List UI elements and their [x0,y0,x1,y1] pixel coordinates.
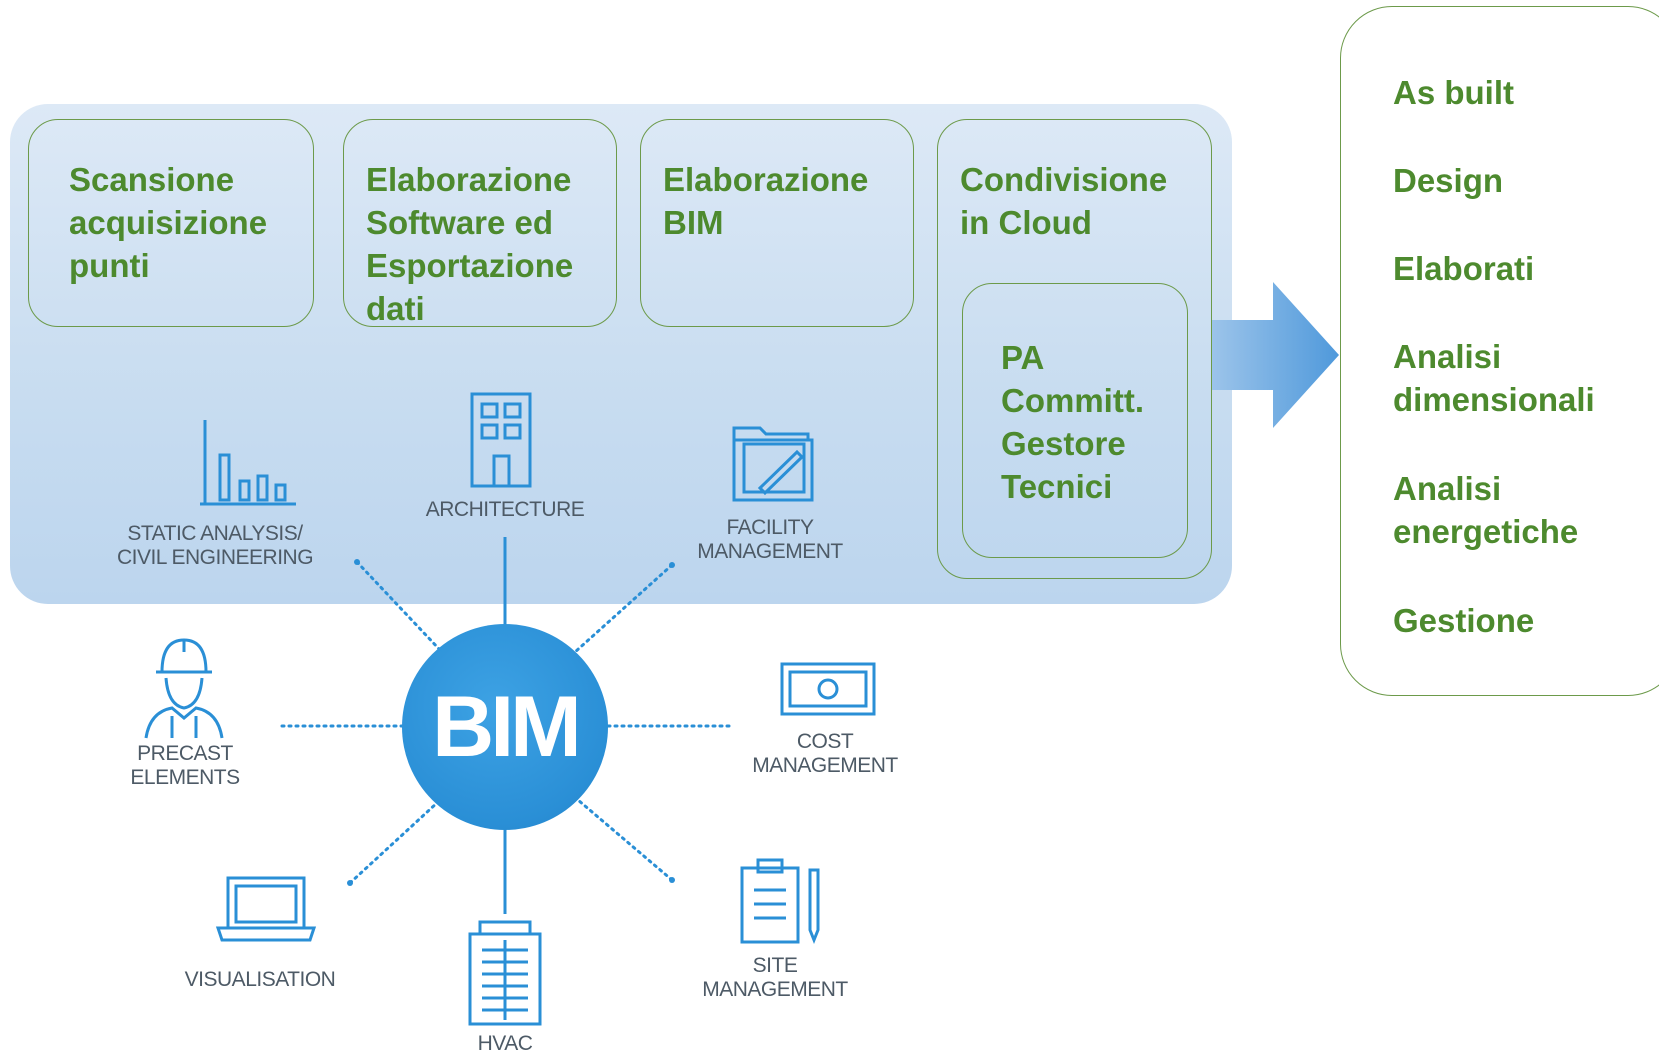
label-cost-management: COST MANAGEMENT [752,730,898,777]
cloud-user-gestore: Gestore [1001,425,1126,462]
cloud-users-box: PA Committ. Gestore Tecnici [962,283,1188,558]
bim-hub-label: BIM [432,679,582,775]
output-elaborati: Elaborati [1393,250,1535,287]
label-site-management: SITE MANAGEMENT [702,954,848,1001]
step-2-line-2: Software ed [366,204,554,241]
banknote-icon [780,662,876,716]
label-facility-management: FACILITY MANAGEMENT [697,516,843,563]
label-architecture: ARCHITECTURE [425,498,585,521]
laptop-icon [215,876,317,942]
step-1-line-1: Scansione [69,161,235,198]
output-gestione: Gestione [1393,602,1535,639]
outputs-box: As built Design Elaborati Analisi dimens… [1340,6,1659,696]
spoke-visualisation [348,800,440,885]
output-analisi-dimensionali: Analisi dimensionali [1393,338,1595,418]
step-2-line-3: Esportazione [366,247,574,284]
step-3-line-1: Elaborazione [663,161,869,198]
label-static-analysis: STATIC ANALYSIS/ CIVIL ENGINEERING [116,522,314,569]
building-icon [470,392,532,488]
bim-hub: BIM [402,624,608,830]
cloud-user-tecnici: Tecnici [1001,468,1113,505]
spoke-site [576,798,674,882]
step-1-line-2: acquisizione [69,204,268,241]
folder-pen-icon [732,426,814,502]
step-box-scansione: Scansione acquisizione punti [28,119,314,327]
output-design: Design [1393,162,1504,199]
cloud-user-committ: Committ. [1001,382,1144,419]
process-panel [10,104,1232,604]
step-box-condivisione-cloud: Condivisione in Cloud [937,119,1212,579]
output-arrow-icon [1212,282,1339,428]
tower-building-icon [468,920,542,1026]
label-visualisation: VISUALISATION [184,968,336,991]
label-precast-elements: PRECAST ELEMENTS [130,742,240,789]
spoke-static-analysis [355,560,442,652]
spoke-facility [573,563,674,654]
worker-helmet-icon [144,638,224,739]
cloud-user-pa: PA [1001,339,1045,376]
label-hvac: HVAC [477,1032,533,1055]
bar-chart-icon [200,420,296,506]
step-box-elaborazione-bim: Elaborazione BIM [640,119,914,327]
step-3-line-2: BIM [663,204,724,241]
step-2-line-1: Elaborazione [366,161,572,198]
step-4-line-1: Condivisione [960,161,1168,198]
step-box-elaborazione-software: Elaborazione Software ed Esportazione da… [343,119,617,327]
step-2-line-4: dati [366,290,425,327]
clipboard-icon [740,858,820,945]
step-1-line-3: punti [69,247,150,284]
output-analisi-energetiche: Analisi energetiche [1393,470,1579,550]
step-4-line-2: in Cloud [960,204,1092,241]
output-as-built: As built [1393,74,1514,111]
